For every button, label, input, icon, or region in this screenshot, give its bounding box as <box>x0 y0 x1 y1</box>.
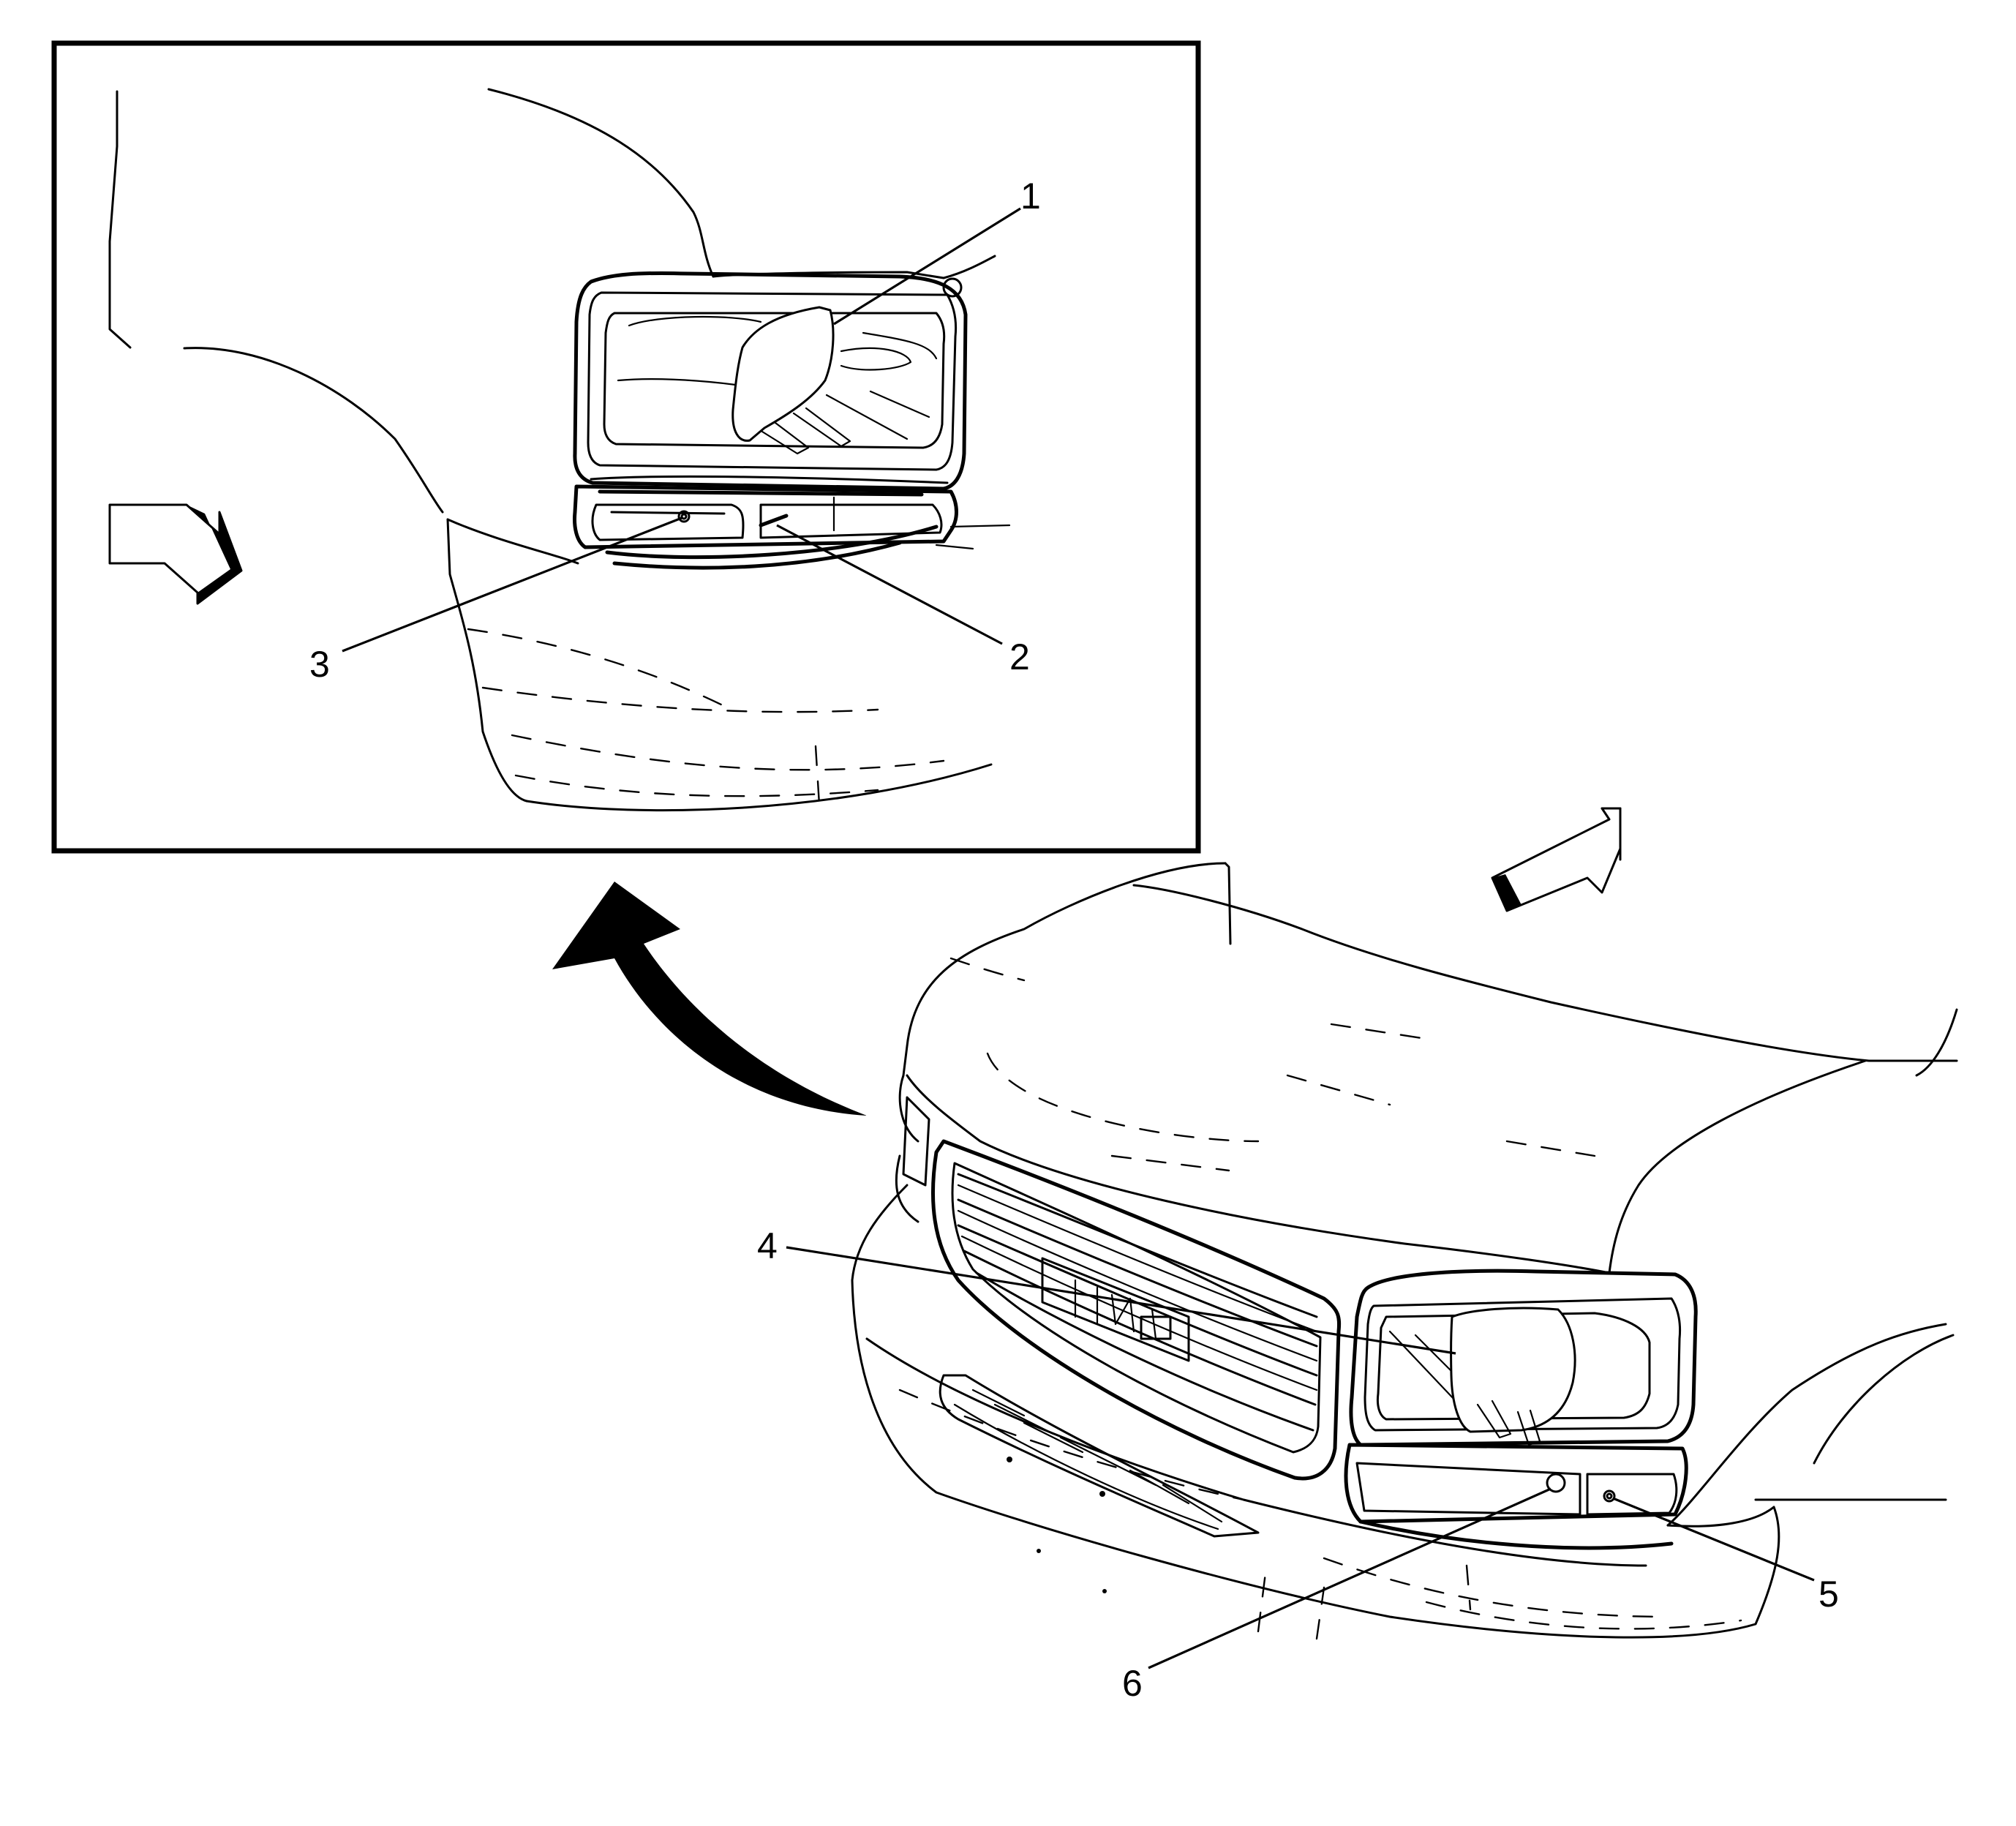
vehicle-front-view <box>786 807 1958 1669</box>
callout-5: 5 <box>1818 1574 1839 1615</box>
clip-2 <box>759 514 789 527</box>
view-direction-arrow-icon <box>1491 807 1622 912</box>
callout-2: 2 <box>1009 636 1030 677</box>
callout-4: 4 <box>757 1225 778 1266</box>
screw-5 <box>1603 1489 1616 1503</box>
screw-3 <box>677 510 691 523</box>
callout-6: 6 <box>1122 1663 1143 1704</box>
detail-inset <box>51 40 1201 854</box>
detail-callout-arrow-icon <box>552 882 867 1116</box>
callout-3: 3 <box>309 644 330 685</box>
inset-frame <box>51 40 1201 854</box>
view-direction-arrow-icon <box>108 503 243 605</box>
callout-1: 1 <box>1020 176 1041 217</box>
clip-6 <box>1546 1473 1566 1493</box>
